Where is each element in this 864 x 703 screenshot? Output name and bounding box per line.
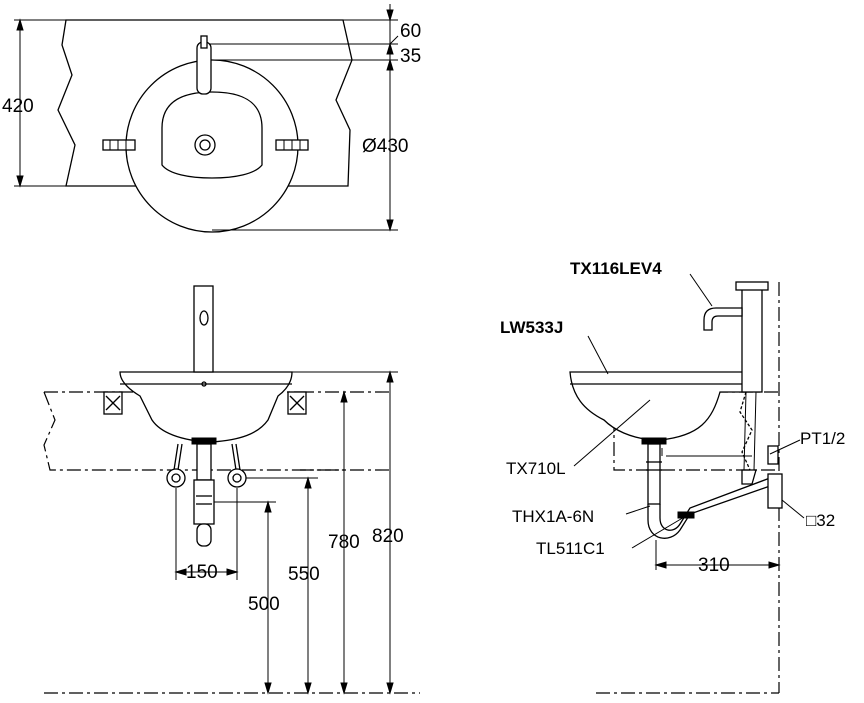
side-faucet-spout <box>703 307 743 331</box>
dim-35-label: 35 <box>400 46 421 67</box>
dim-60-label: 60 <box>400 21 421 42</box>
label-tl511c1: TL511C1 <box>536 539 605 558</box>
dim-820-label: 820 <box>372 526 404 547</box>
front-drain <box>191 437 217 445</box>
side-drain <box>641 437 667 445</box>
side-trap <box>647 477 771 539</box>
front-valve-left <box>166 443 186 488</box>
dim-780-label: 780 <box>328 532 360 553</box>
label-lw533j: LW533J <box>500 318 563 337</box>
front-bracket-left <box>103 391 123 415</box>
top-bolt-right <box>275 139 309 151</box>
top-view: 420 60 35 Ø430 <box>2 4 421 233</box>
front-faucet-body <box>193 285 214 373</box>
bowl-outer-circle <box>125 59 299 233</box>
top-drain-inner <box>199 139 211 151</box>
label-thx1a-6n: THX1A-6N <box>512 507 594 526</box>
top-faucet-body <box>196 41 212 95</box>
side-faucet-column <box>741 285 763 393</box>
bowl-inner-basin <box>161 91 263 179</box>
dim-150-label: 150 <box>186 562 218 583</box>
side-view: 310 TX116LEV4 LW533J TX710L THX1A-6N TL5… <box>500 259 845 694</box>
top-bolt-left <box>102 139 136 151</box>
dim-430-label: Ø430 <box>362 136 408 157</box>
label-pt1-2: PT1/2 <box>800 429 845 448</box>
front-view: 150 500 550 780 820 <box>43 285 420 695</box>
front-bracket-right <box>287 391 307 415</box>
label-tx710l: TX710L <box>506 459 566 478</box>
dim-550-label: 550 <box>288 564 320 585</box>
dim-420-label: 420 <box>2 96 34 117</box>
top-faucet-lever <box>200 35 208 49</box>
dim-310-label: 310 <box>698 555 730 576</box>
dim-500-label: 500 <box>248 594 280 615</box>
top-drain-outer <box>194 134 216 156</box>
label-tx116lev4: TX116LEV4 <box>570 259 662 278</box>
label-outlet-32: □32 <box>806 511 835 530</box>
front-valve-right <box>227 443 318 488</box>
side-basin-body <box>569 371 747 441</box>
